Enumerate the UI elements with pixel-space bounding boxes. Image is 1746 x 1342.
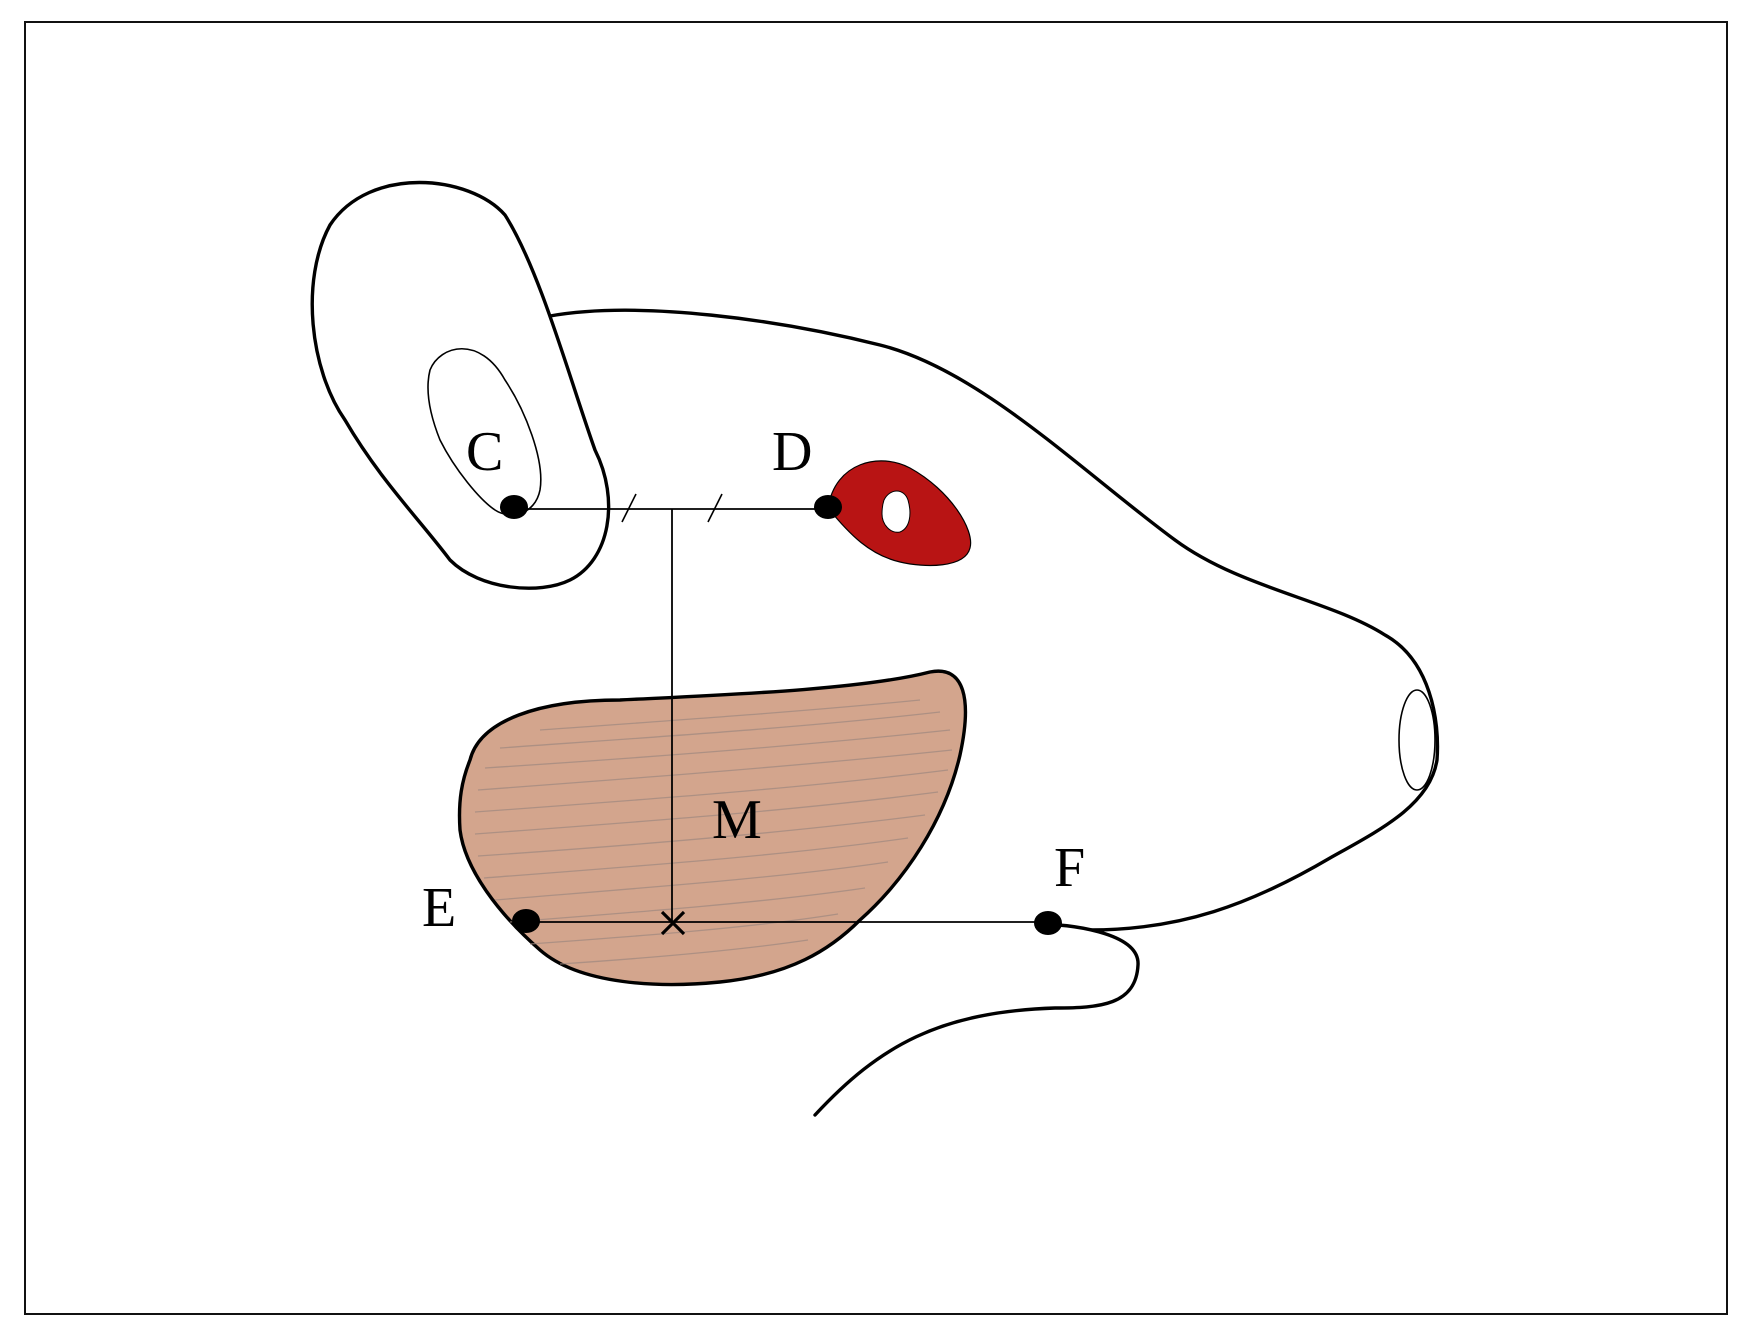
ear-outline xyxy=(310,180,611,590)
tick-mark-icon xyxy=(707,493,723,523)
label-m: M xyxy=(712,789,762,851)
eye-pupil xyxy=(881,490,911,533)
label-c: C xyxy=(466,421,503,483)
point-c xyxy=(500,495,528,519)
label-d: D xyxy=(772,421,812,483)
neck-outline xyxy=(813,922,1140,1117)
tick-mark-icon xyxy=(621,493,637,523)
label-e: E xyxy=(422,877,456,939)
head-outline xyxy=(548,308,1440,932)
label-f: F xyxy=(1054,837,1085,899)
point-f xyxy=(1034,911,1062,935)
masseter-muscle xyxy=(457,669,968,987)
point-e xyxy=(512,909,540,933)
point-d xyxy=(814,495,842,519)
x-cross-icon xyxy=(660,910,686,936)
muscle-striations xyxy=(474,699,953,965)
nostril xyxy=(1398,689,1436,791)
